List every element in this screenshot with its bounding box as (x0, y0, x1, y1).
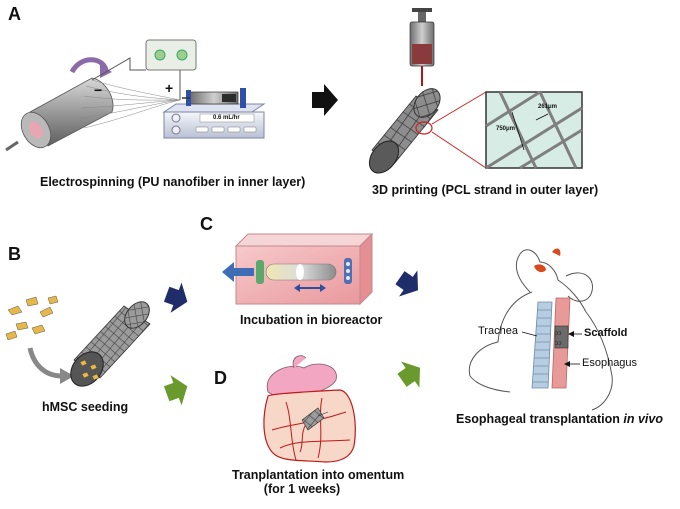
rotation-arrow (69, 57, 109, 74)
syringe-pump (162, 88, 266, 139)
caption-transplant-italic: in vivo (623, 412, 663, 426)
arrow-to-omentum (163, 375, 188, 406)
printer-syringe (409, 8, 435, 86)
zoom-marker (415, 121, 433, 135)
process-arrow (312, 84, 338, 116)
arrow-to-transplant-bottom (397, 361, 421, 388)
zoom-line-top (431, 91, 487, 125)
arrow-to-bioreactor (163, 282, 188, 313)
caption-omentum-line2: (for 1 weeks) (263, 482, 341, 496)
fiber-jets (79, 79, 181, 129)
seeded-scaffold (70, 301, 151, 387)
caption-transplant: Esophageal transplantation in vivo (456, 412, 663, 426)
outflow-arrow (222, 262, 254, 282)
seeding-arrow-head (60, 368, 74, 384)
cells-cluster (5, 295, 59, 341)
printed-scaffold (368, 88, 441, 174)
wire-negative (91, 57, 146, 81)
bioreactor-box (234, 232, 374, 306)
plus-sign: + (165, 80, 174, 96)
omentum-drawing (263, 355, 356, 463)
caption-omentum: Tranplantation into omentum (for 1 weeks… (232, 468, 405, 496)
caption-3d-printing: 3D printing (PCL strand in outer layer) (372, 183, 599, 197)
label-esophagus: Esophagus (582, 357, 638, 369)
trachea-leader (521, 331, 538, 337)
esophagus: ɔɔ ɔɔ (551, 297, 571, 389)
collector-drum (5, 77, 114, 152)
scaffold-leader-head (568, 331, 574, 337)
label-trachea: Trachea (478, 325, 518, 337)
rat-ear (552, 248, 561, 256)
minus-sign: − (94, 82, 103, 98)
label-scaffold: Scaffold (584, 327, 628, 339)
caption-omentum-line1: Tranplantation into omentum (232, 468, 405, 482)
rotation-arrow-head (100, 64, 112, 78)
rat-eye (534, 264, 546, 273)
caption-incubation: Incubation in bioreactor (240, 313, 383, 327)
rat-outline (468, 249, 613, 411)
seeding-arrow (27, 347, 63, 379)
svg-text:ɔɔ: ɔɔ (555, 330, 562, 337)
flow-rate-display: 0.6 mL/hr (213, 115, 240, 121)
caption-transplant-main: Esophageal transplantation (456, 412, 624, 426)
panel-letter-d: D (214, 368, 227, 388)
dim-750-label: 750μm (496, 126, 516, 132)
power-supply (145, 39, 197, 71)
panel-letter-a: A (8, 4, 21, 24)
esophagus-leader-head (564, 361, 570, 367)
wire-positive (176, 69, 181, 100)
arrow-to-transplant-top (395, 270, 419, 297)
caption-electrospinning: Electrospinning (PU nanofiber in inner l… (40, 175, 306, 189)
oscillation-arrow (294, 284, 326, 292)
dim-261-label: 261μm (538, 104, 558, 110)
panel-letter-b: B (8, 244, 21, 264)
trachea (531, 301, 553, 389)
svg-text:ɔɔ: ɔɔ (555, 340, 562, 347)
zoom-line-bottom (431, 131, 487, 169)
caption-seeding: hMSC seeding (42, 400, 129, 414)
panel-letter-c: C (200, 214, 213, 234)
zoomed-grid (485, 90, 583, 170)
